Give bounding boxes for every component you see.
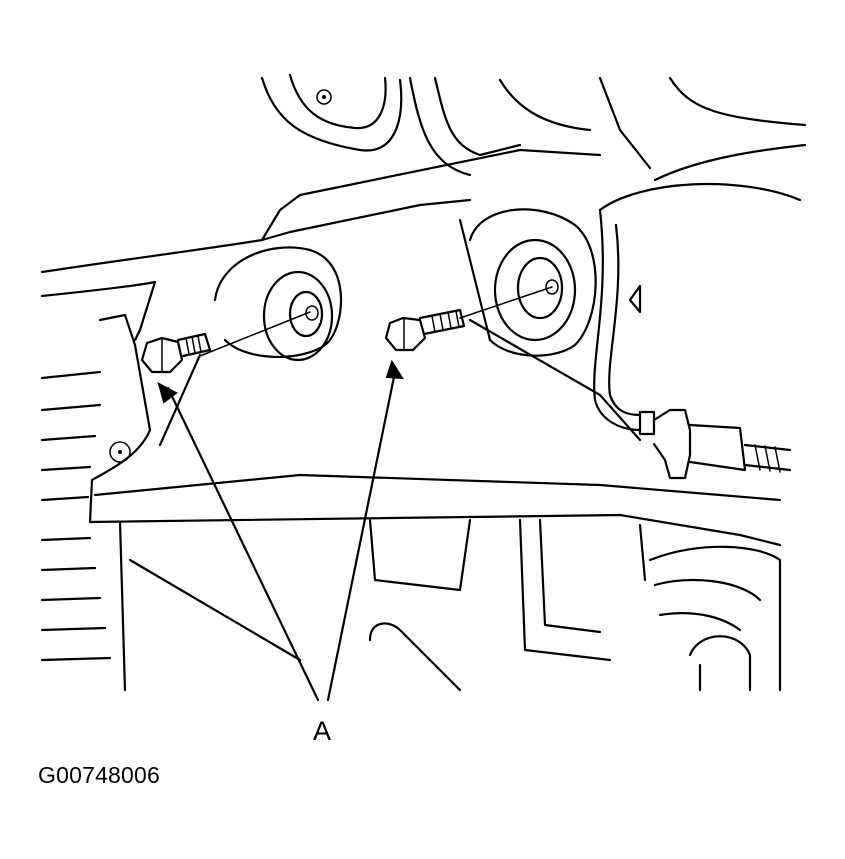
callout-arrows: [157, 359, 404, 702]
lower-housing: [118, 518, 782, 692]
right-bolt: [384, 286, 553, 352]
callout-label: A: [313, 716, 331, 746]
upper-casting: [260, 73, 807, 182]
left-bolt: [140, 311, 311, 374]
oxygen-sensor: [593, 182, 802, 480]
left-fins: [40, 370, 112, 662]
left-arrowhead: [157, 382, 178, 404]
right-arrowhead: [385, 359, 404, 380]
figure-id: G00748006: [38, 762, 161, 788]
bracket-plate: [40, 148, 782, 547]
